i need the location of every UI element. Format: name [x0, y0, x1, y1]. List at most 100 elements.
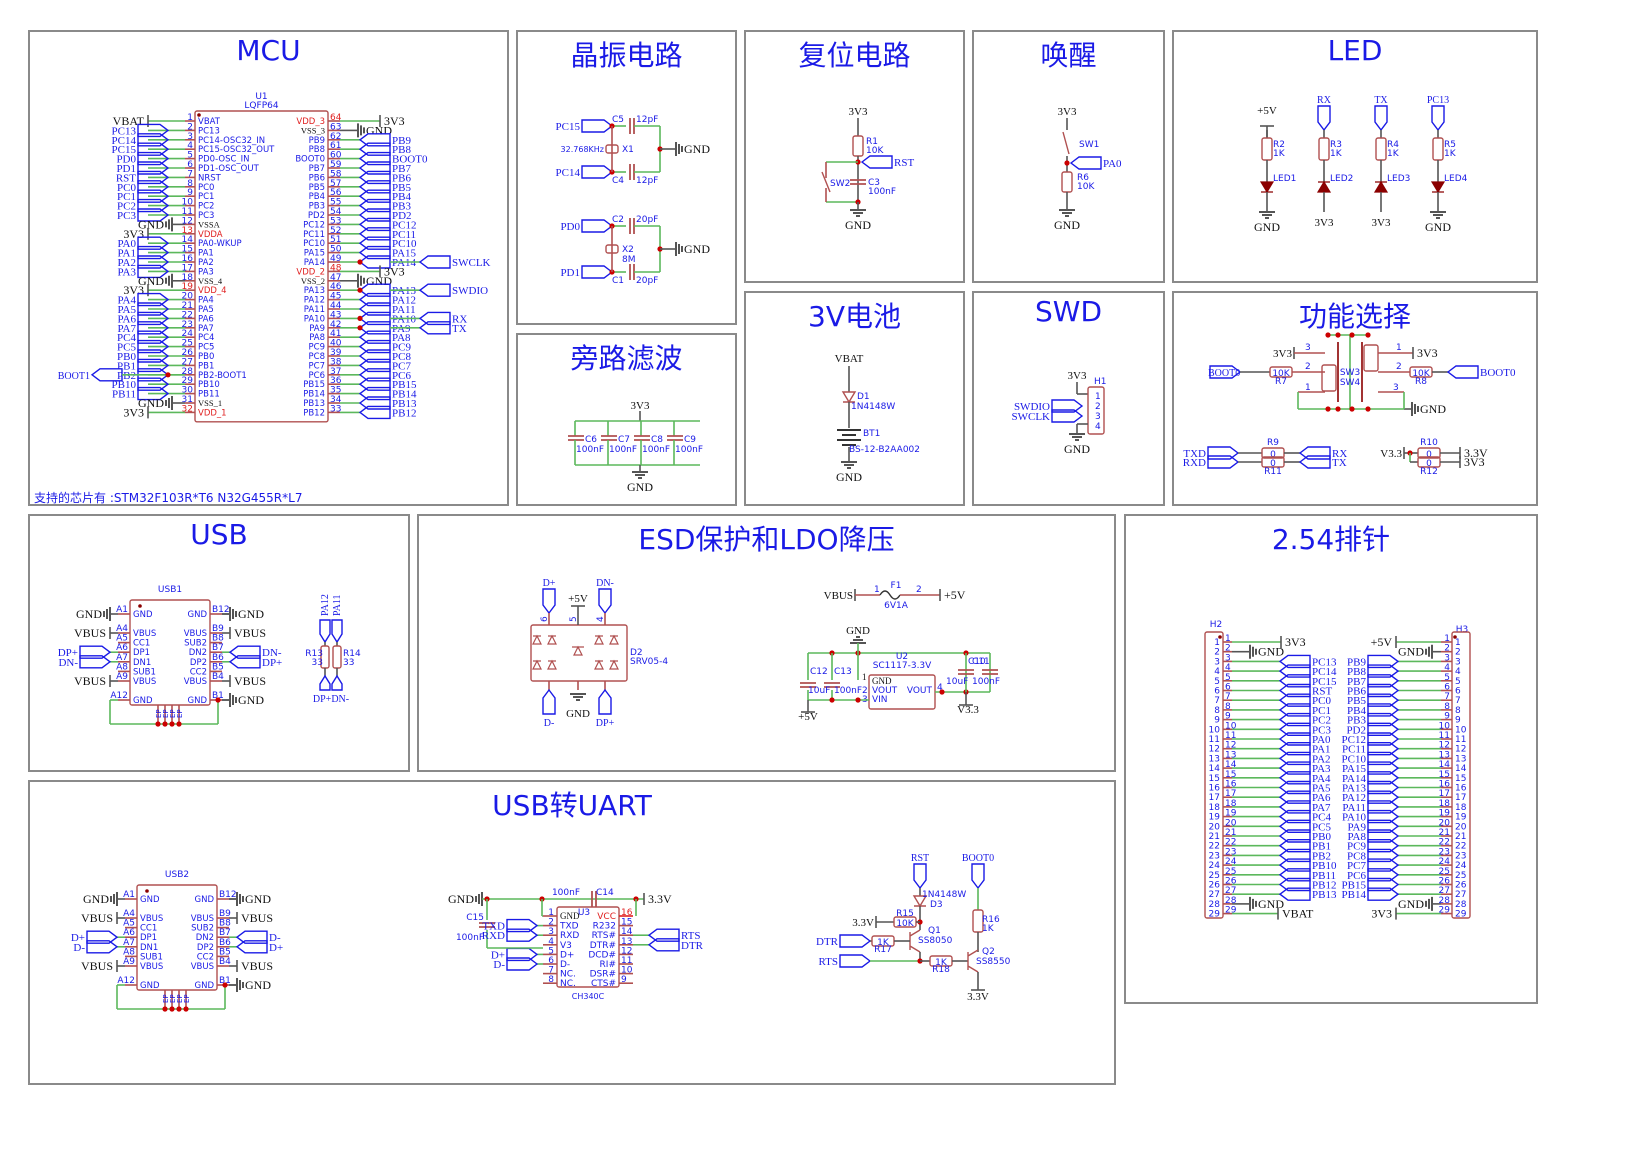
- pin1-marker-icon: [197, 113, 201, 117]
- diode-icon: [609, 634, 619, 645]
- panel-swd: SWD: [972, 291, 1165, 506]
- reset-r-ref: R1: [866, 137, 878, 147]
- gnd-label: GND: [1258, 897, 1284, 911]
- mcu-net-right: PB9: [392, 135, 411, 147]
- net-flag-icon: [1317, 105, 1331, 132]
- pin-number: A9: [116, 672, 128, 682]
- mcu-net-left: PA4: [117, 295, 136, 307]
- mcu-net-left: PB11: [112, 389, 136, 401]
- led-icon: [1430, 181, 1446, 194]
- ground-icon: [570, 693, 586, 701]
- pin-name: VDD_4: [198, 286, 227, 296]
- pin-name: PC8: [309, 352, 325, 362]
- pin-number: B1: [219, 976, 231, 986]
- pin-number: 6: [1455, 687, 1461, 697]
- usb2-net: D+: [71, 932, 85, 944]
- pin-name: PA13: [304, 286, 325, 296]
- h3-net: PA11: [1342, 802, 1366, 814]
- autoprog-rst: RST: [911, 853, 929, 864]
- net-flag-icon: [358, 198, 391, 213]
- net-flag-icon: [331, 674, 343, 691]
- ldo-gnd: GND: [846, 625, 870, 637]
- pin-number: 1: [548, 908, 554, 918]
- usb2-net: D-: [73, 942, 85, 954]
- pin-number: 64: [330, 113, 342, 123]
- pin-number: B6: [212, 653, 224, 663]
- resistor-icon: [1261, 137, 1273, 161]
- junction-dot: [939, 689, 945, 695]
- pin-number: 10: [1209, 725, 1221, 735]
- h3-net: PA9: [1347, 821, 1366, 833]
- h3-net: PB3: [1347, 715, 1366, 727]
- pin-number: B5: [212, 662, 224, 672]
- pin-number: 35: [330, 386, 341, 396]
- pin-number: B7: [219, 928, 231, 938]
- pin-name: GND: [188, 610, 208, 620]
- power-label: 3.3V: [1464, 446, 1488, 460]
- pin-number: 28: [182, 367, 194, 377]
- ch340-net: D-: [493, 959, 505, 971]
- pin1-marker-icon: [1218, 635, 1222, 639]
- esd-net: D-: [544, 718, 555, 729]
- pin-name: PB0: [198, 352, 214, 362]
- pin-number: 21: [1439, 828, 1450, 838]
- pin-name: PA6: [198, 314, 214, 324]
- func-boot0-label: BOOT0: [1208, 368, 1240, 379]
- pin-name: DCD#: [588, 950, 616, 960]
- power-label: VBUS: [241, 911, 273, 925]
- mcu-net-right: PD2: [392, 210, 412, 222]
- pin-name: VDD_3: [296, 117, 325, 127]
- net-flag-icon: [331, 619, 343, 644]
- pin-number: 25: [1225, 867, 1236, 877]
- led-net: RX: [1317, 95, 1332, 106]
- net-flag-icon: [358, 292, 391, 307]
- pin-name: PC5: [198, 343, 214, 353]
- pin-name: VSS_1: [198, 398, 222, 408]
- reset-vcc: 3V3: [849, 106, 868, 118]
- pin-name: PA0-WKUP: [198, 239, 242, 249]
- ldo-cap-ref: C12: [810, 667, 828, 677]
- ldo-ref: U2: [896, 652, 908, 662]
- panel-uart: USB转UART: [28, 780, 1116, 1085]
- cap-ref: C1: [612, 276, 624, 286]
- bypass-cap-value: 100nF: [609, 445, 637, 455]
- pin-number: 1: [1455, 638, 1461, 648]
- mcu-body: [194, 110, 329, 423]
- mcu-net-right: PA11: [392, 304, 416, 316]
- power-label: 3.3V: [648, 892, 672, 906]
- h3-net: PA14: [1342, 773, 1367, 785]
- pin-number: 38: [330, 357, 342, 367]
- swd-header: [1087, 386, 1105, 435]
- func-boot0-right: BOOT0: [1480, 367, 1516, 379]
- pin-name: PC10: [303, 239, 325, 249]
- capacitor-icon: [800, 682, 816, 688]
- h3-net: PB4: [1347, 705, 1366, 717]
- fuse-ref: F1: [891, 581, 902, 591]
- led-supply: +5V: [1257, 105, 1277, 117]
- pin-name: VSSA: [198, 219, 221, 229]
- net-flag-icon: [358, 358, 391, 373]
- led-r-ref: R4: [1387, 140, 1399, 150]
- led-r-value: 1K: [1330, 149, 1343, 159]
- pin-name: PC14-OSC32_IN: [198, 136, 265, 146]
- pin-number: 9: [1214, 716, 1220, 726]
- pin-number: 37: [330, 367, 341, 377]
- pin-name: PB5: [309, 183, 325, 193]
- func-r10-ref: R10: [1420, 438, 1438, 448]
- h2-net: PA0: [1312, 734, 1331, 746]
- cap-ref: C4: [612, 176, 624, 186]
- ch340-value: CH340C: [572, 992, 605, 1001]
- pin-number: 32: [182, 404, 193, 414]
- resistor-value: 10K: [896, 919, 914, 929]
- mcu-net-left: PD1: [116, 163, 136, 175]
- mcu-net-right: PA8: [392, 332, 411, 344]
- pin-number: 23: [1455, 851, 1466, 861]
- pin-number: 15: [1439, 770, 1450, 780]
- h2-net: PA6: [1312, 792, 1331, 804]
- panel-title-swd: SWD: [1034, 295, 1103, 328]
- pin-number: A7: [123, 938, 135, 948]
- pin-number: 1: [862, 672, 867, 682]
- pin-number: 50: [330, 245, 342, 255]
- net-flag-icon: [1374, 105, 1388, 132]
- fuse-in: VBUS: [824, 590, 853, 602]
